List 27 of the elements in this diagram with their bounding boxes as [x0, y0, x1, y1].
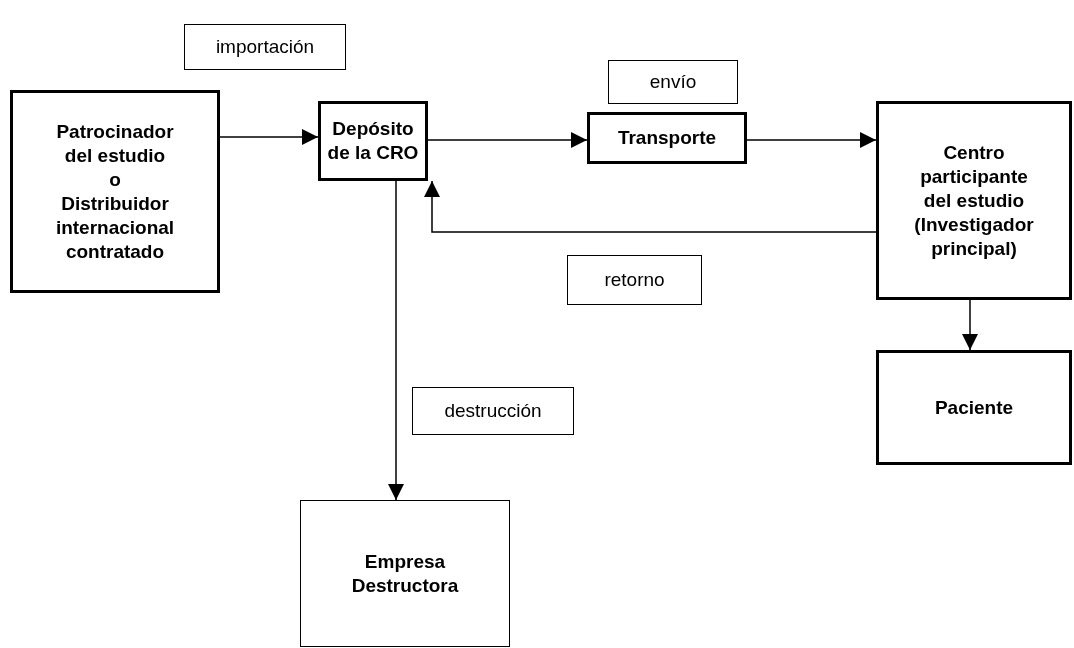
process-box: [587, 112, 747, 164]
node-text: Transporte: [617, 126, 717, 150]
node-text: retorno: [604, 268, 665, 292]
node-text: Centro participante del estudio (Investigador principal): [913, 140, 1035, 261]
node-text: Paciente: [934, 395, 1014, 420]
node-text: Distribuidor internacional contratado: [54, 191, 176, 264]
process-box: [300, 500, 510, 647]
label-box: [608, 60, 738, 104]
arrow: [962, 299, 978, 351]
node-text: o: [109, 167, 121, 192]
process-box: [318, 101, 428, 181]
process-box: [10, 90, 220, 293]
node-text: Empresa Destructora: [350, 549, 460, 598]
process-box: [876, 101, 1072, 300]
node-text: Depósito de la CRO: [326, 117, 420, 165]
arrow: [388, 180, 404, 501]
label-box: [567, 255, 702, 305]
process-box: [876, 350, 1072, 465]
arrow: [427, 132, 588, 148]
node-text: destrucción: [444, 399, 542, 423]
arrow: [219, 129, 319, 145]
label-box: [412, 387, 574, 435]
arrow: [746, 132, 877, 148]
node-text: importación: [215, 35, 315, 59]
label-box: [184, 24, 346, 70]
arrow: [424, 180, 877, 233]
node-text: envío: [649, 70, 697, 94]
